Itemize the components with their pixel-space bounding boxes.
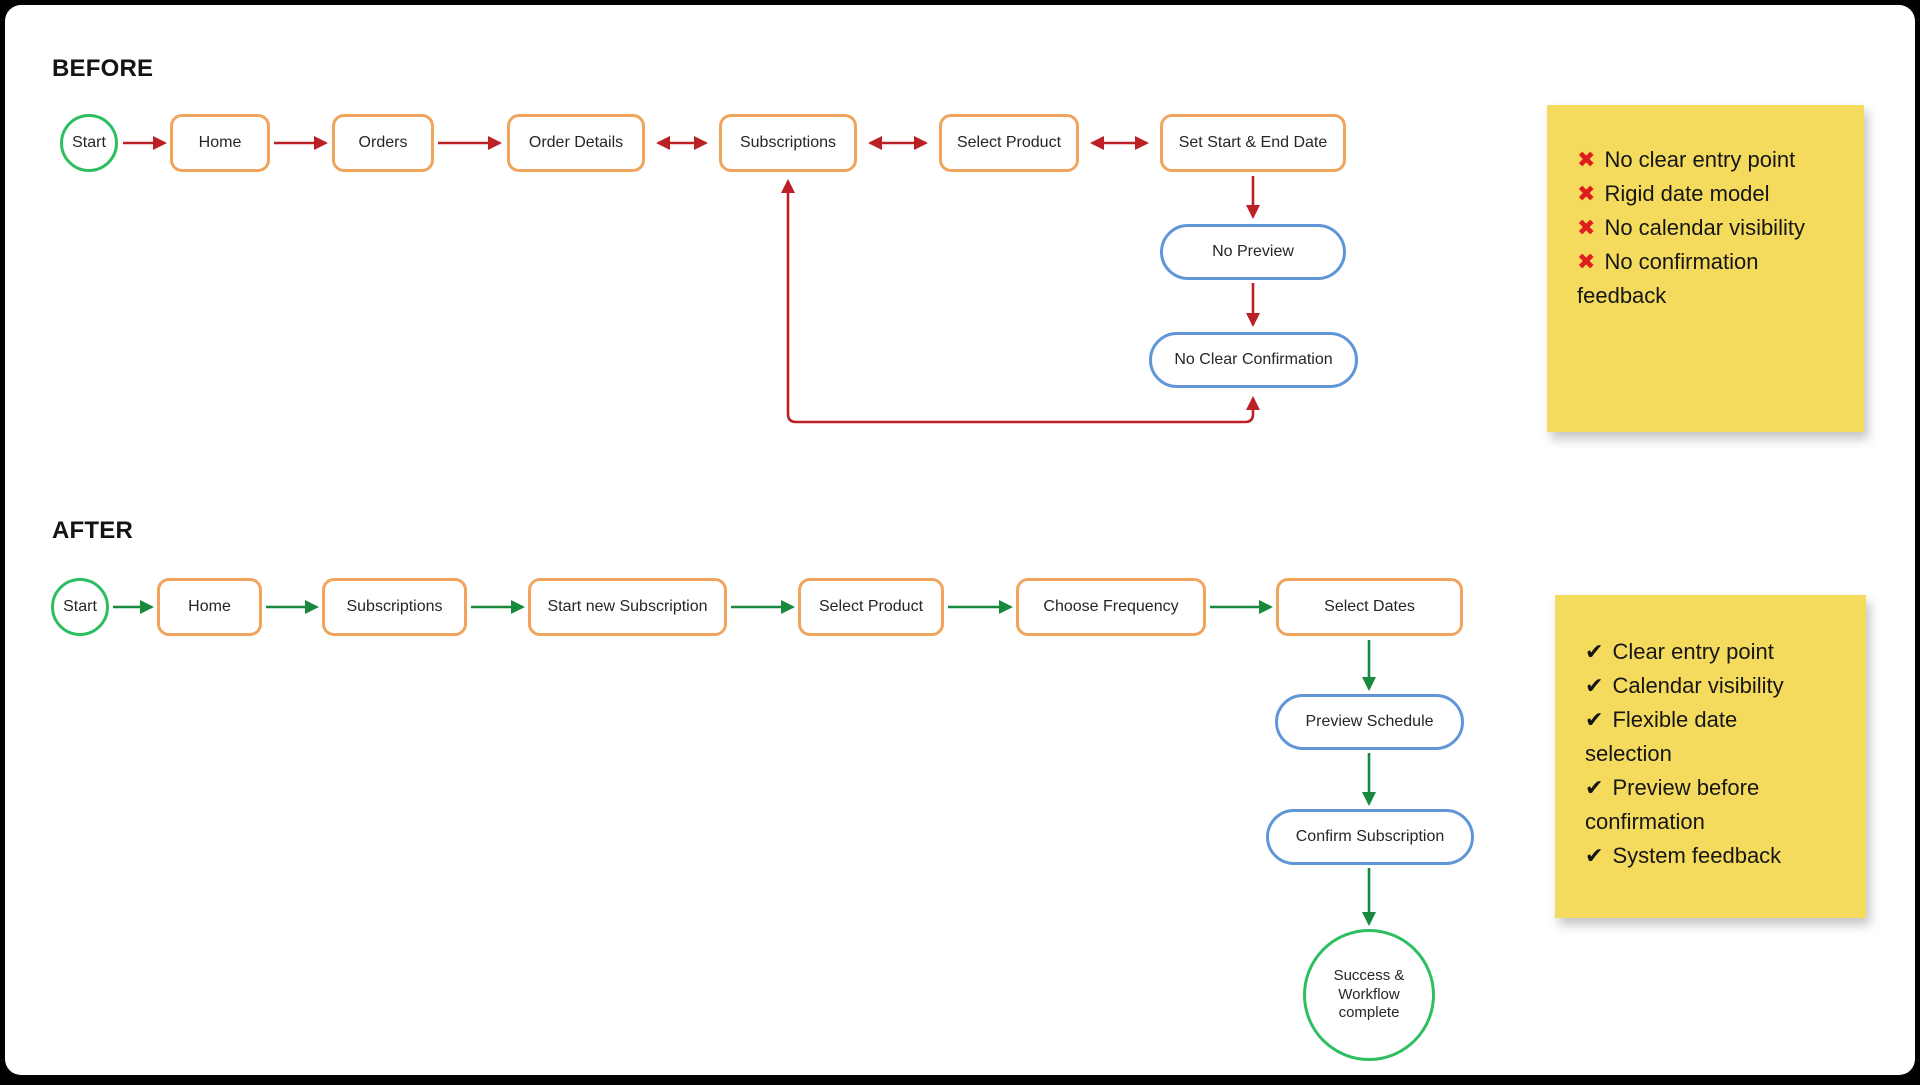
after-node-preview-schedule[interactable]: Preview Schedule <box>1275 694 1464 750</box>
note-item: ✔Flexible date selection <box>1585 703 1814 771</box>
note-item-text: No confirmation feedback <box>1577 249 1759 308</box>
after-node-success-workflow-complete[interactable]: Success & Workflow complete <box>1303 929 1435 1061</box>
after-node-confirm-subscription[interactable]: Confirm Subscription <box>1266 809 1474 865</box>
check-icon: ✔ <box>1585 673 1603 698</box>
note-item-text: Preview before confirmation <box>1585 775 1759 834</box>
before-node-select-product[interactable]: Select Product <box>939 114 1079 172</box>
after-node-start[interactable]: Start <box>51 578 109 636</box>
note-item: ✔ Clear entry point <box>1585 635 1814 669</box>
note-item-text: Rigid date model <box>1604 181 1769 206</box>
note-item: ✔Preview before confirmation <box>1585 771 1814 839</box>
after-node-start-new-subscription[interactable]: Start new Subscription <box>528 578 727 636</box>
check-icon: ✔ <box>1585 639 1603 664</box>
note-item: ✖ Rigid date model <box>1577 177 1806 211</box>
note-item: ✖ No clear entry point <box>1577 143 1806 177</box>
after-node-home[interactable]: Home <box>157 578 262 636</box>
note-item: ✖ No calendar visibility <box>1577 211 1806 245</box>
after-node-choose-frequency[interactable]: Choose Frequency <box>1016 578 1206 636</box>
before-section-heading: BEFORE <box>52 55 153 83</box>
after-node-subscriptions[interactable]: Subscriptions <box>322 578 467 636</box>
check-icon: ✔ <box>1585 843 1603 868</box>
before-node-no-clear-confirmation[interactable]: No Clear Confirmation <box>1149 332 1358 388</box>
after-improvements-sticky-note[interactable]: ✔Clear entry point ✔Calendar visibility … <box>1555 595 1866 918</box>
whiteboard-canvas: BEFORE AFTER <box>5 5 1915 1075</box>
before-node-set-start-end-date[interactable]: Set Start & End Date <box>1160 114 1346 172</box>
after-node-select-product[interactable]: Select Product <box>798 578 944 636</box>
note-item-text: Flexible date selection <box>1585 707 1737 766</box>
note-item-text: No clear entry point <box>1604 147 1795 172</box>
before-node-no-preview[interactable]: No Preview <box>1160 224 1346 280</box>
cross-icon: ✖ <box>1577 215 1595 240</box>
note-item-text: System feedback <box>1612 843 1781 868</box>
check-icon: ✔ <box>1585 775 1603 800</box>
before-node-order-details[interactable]: Order Details <box>507 114 645 172</box>
after-node-select-dates[interactable]: Select Dates <box>1276 578 1463 636</box>
cross-icon: ✖ <box>1577 147 1595 172</box>
after-section-heading: AFTER <box>52 517 133 545</box>
before-node-start[interactable]: Start <box>60 114 118 172</box>
note-item: ✔ Calendar visibility <box>1585 669 1814 703</box>
cross-icon: ✖ <box>1577 181 1595 206</box>
before-issues-sticky-note[interactable]: ✖No clear entry point ✖Rigid date model … <box>1547 105 1864 432</box>
note-item: ✔ System feedback <box>1585 839 1814 873</box>
before-node-home[interactable]: Home <box>170 114 270 172</box>
check-icon: ✔ <box>1585 707 1603 732</box>
note-item-text: Calendar visibility <box>1612 673 1783 698</box>
note-item-text: Clear entry point <box>1612 639 1773 664</box>
note-item-text: No calendar visibility <box>1604 215 1805 240</box>
before-node-subscriptions[interactable]: Subscriptions <box>719 114 857 172</box>
cross-icon: ✖ <box>1577 249 1595 274</box>
note-item: ✖No confirmation feedback <box>1577 245 1806 313</box>
before-node-orders[interactable]: Orders <box>332 114 434 172</box>
